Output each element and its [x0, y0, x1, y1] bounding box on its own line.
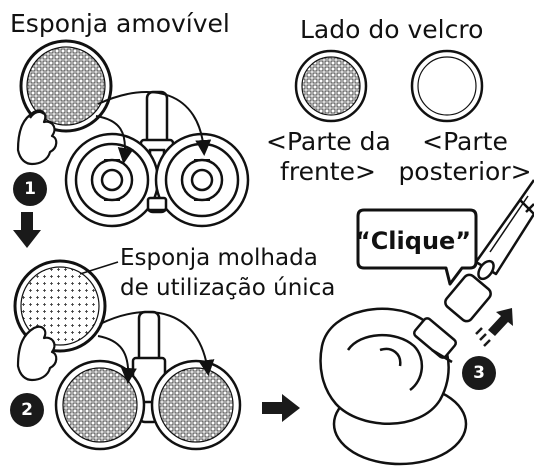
- wet-sponge-leader: [79, 261, 119, 275]
- velcro-back-sponge: [410, 49, 484, 123]
- attach-arrows-step2: [97, 311, 215, 384]
- removable-sponge-pad: [19, 39, 113, 133]
- front-part-line2: frente>: [280, 157, 376, 186]
- speech-bubble: [356, 208, 478, 286]
- down-arrow: [13, 212, 41, 248]
- wet-sponge-line1: Esponja molhada: [120, 245, 318, 271]
- click-text: “Clique”: [354, 227, 472, 255]
- vacuum-tube: [474, 179, 534, 281]
- front-part-line1: <Parte da: [266, 127, 391, 156]
- push-arrow: [475, 308, 513, 347]
- attach-arrows-step1: [95, 91, 212, 164]
- hand-step1: [16, 109, 58, 166]
- back-part-line1: <Parte: [422, 127, 508, 156]
- right-arrow: [262, 394, 300, 422]
- step-2-badge: 2: [10, 393, 44, 427]
- back-part-label: <Parte posterior>: [396, 128, 534, 186]
- wet-sponge-line2: de utilização única: [120, 275, 336, 301]
- hand-step2: [16, 325, 58, 382]
- step-1-badge: 1: [13, 172, 47, 206]
- velcro-front-sponge: [294, 49, 368, 123]
- velcro-side-label: Lado do velcro: [300, 15, 484, 44]
- back-part-line2: posterior>: [398, 157, 532, 186]
- wet-sponge-label: Esponja molhada de utilização única: [120, 244, 335, 302]
- step-3-badge: 3: [462, 356, 496, 390]
- removable-sponge-label: Esponja amovível: [10, 9, 230, 38]
- mop-head-step1: [64, 90, 250, 228]
- polisher-head: [319, 273, 492, 466]
- front-part-label: <Parte da frente>: [266, 127, 391, 186]
